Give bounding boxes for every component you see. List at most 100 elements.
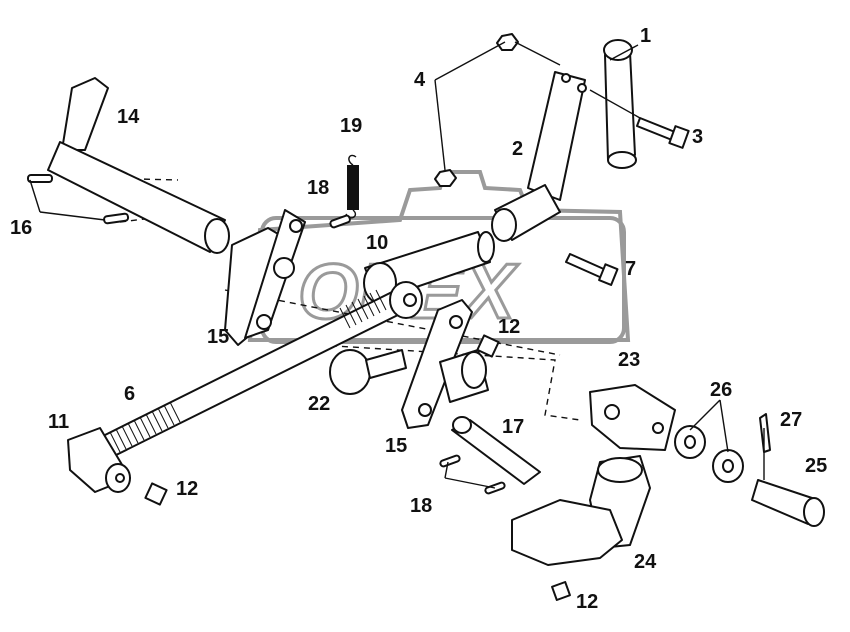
leader-16b xyxy=(39,211,106,221)
leader-4b xyxy=(434,79,446,171)
bolt-7-head xyxy=(598,263,619,286)
callout-7: 7 xyxy=(625,258,636,280)
callout-4: 4 xyxy=(414,69,426,91)
callout-6: 6 xyxy=(124,383,135,405)
part-15-lower-bracket xyxy=(401,299,489,429)
leader-lines xyxy=(29,41,765,489)
part-19-spring xyxy=(345,154,359,219)
pedal-pad xyxy=(511,499,623,566)
part-23-clevis xyxy=(589,384,676,451)
leader-1 xyxy=(609,44,639,61)
part-22-bolt xyxy=(329,349,407,395)
lever-tube xyxy=(47,141,226,253)
callout-12-a: 12 xyxy=(498,316,520,338)
part-25-pin xyxy=(751,479,825,527)
spring-coil xyxy=(347,165,359,210)
part-26-washers xyxy=(674,425,744,483)
clevis-body xyxy=(589,384,676,451)
part-1-handle xyxy=(603,39,637,169)
part-14-lever-shaft xyxy=(47,77,230,254)
callout-1: 1 xyxy=(640,25,651,47)
washer-b-hole xyxy=(722,459,734,473)
callout-22: 22 xyxy=(308,393,330,415)
callout-24: 24 xyxy=(634,551,657,573)
leader-18-lower xyxy=(444,461,449,479)
lower-bracket-hole-2 xyxy=(418,403,432,417)
part-18-pin-upper xyxy=(329,214,351,229)
assembly-line-a xyxy=(224,289,561,356)
lower-bracket-plate xyxy=(401,299,473,429)
part-17-pin xyxy=(451,416,541,485)
leader-16a xyxy=(29,179,41,213)
rod-head-upper-hole xyxy=(403,293,417,307)
callout-23: 23 xyxy=(618,349,640,371)
part-24-pedal xyxy=(511,455,651,566)
leader-26a xyxy=(689,399,721,431)
callout-26: 26 xyxy=(710,379,732,401)
clevis-pin-hole xyxy=(652,422,664,434)
lever-arm xyxy=(61,77,109,151)
part-3-bolt xyxy=(636,117,690,149)
part-12-nipple-a xyxy=(476,334,500,358)
pin-17-head xyxy=(452,416,472,434)
shaft-10-end xyxy=(477,231,495,263)
callout-12-b: 12 xyxy=(176,478,198,500)
upper-bracket-hole-2 xyxy=(273,257,295,279)
rod-end-eye-hole xyxy=(115,473,125,483)
callout-18-lower: 18 xyxy=(410,495,432,517)
leader-4a xyxy=(434,41,506,81)
rod-thread-upper xyxy=(339,289,387,329)
bolt-22-head xyxy=(329,349,371,395)
bolt-3-head xyxy=(668,125,690,149)
part-12-nipple-c xyxy=(551,581,571,601)
part-27-split-pin xyxy=(759,413,771,453)
leader-4c xyxy=(514,41,561,66)
leader-3 xyxy=(589,89,641,119)
upper-bracket-hole-3 xyxy=(256,314,272,330)
callout-11: 11 xyxy=(48,411,69,433)
lever-2-arm xyxy=(527,71,586,201)
part-18-pin-lower-a xyxy=(439,454,461,468)
pedal-arm-top xyxy=(597,457,643,483)
lower-bracket-hub-end xyxy=(461,351,487,389)
spring-hook-top xyxy=(348,154,357,166)
clevis-hole xyxy=(604,404,620,420)
lever-2-hub-end xyxy=(491,208,517,242)
leader-26b xyxy=(719,399,729,453)
part-2-lever xyxy=(491,71,587,242)
bolt-7-shank xyxy=(565,253,607,279)
callout-15-lower: 15 xyxy=(385,435,407,457)
callout-17: 17 xyxy=(502,416,524,438)
lever-2-hole-a xyxy=(561,73,571,83)
callout-2: 2 xyxy=(512,138,523,160)
part-15-upper-bracket xyxy=(224,209,306,346)
pin-25-head xyxy=(803,497,825,527)
callout-10: 10 xyxy=(366,232,388,254)
lever-2-hole-b xyxy=(577,83,587,93)
callout-12-c: 12 xyxy=(576,591,598,613)
part-4-nut-upper xyxy=(496,33,519,51)
lever-tube-end xyxy=(204,218,230,254)
part-7-bolt xyxy=(565,253,619,286)
callout-19: 19 xyxy=(340,115,362,137)
handle-1-bottom xyxy=(607,151,637,169)
handle-1-top xyxy=(603,39,633,61)
part-12-nipple-b xyxy=(144,482,168,506)
callout-16: 16 xyxy=(10,217,32,239)
washer-a-hole xyxy=(684,435,696,449)
lower-bracket-hole-1 xyxy=(449,315,463,329)
bolt-22-shank xyxy=(365,349,407,379)
assembly-line-b xyxy=(319,344,581,421)
callout-25: 25 xyxy=(805,455,827,477)
callout-labels: 1 4 14 19 2 3 18 16 10 7 15 12 6 23 11 2… xyxy=(10,25,827,613)
part-11-rod-end xyxy=(67,427,131,493)
rod-thread-lower xyxy=(109,401,181,453)
pin-16-a xyxy=(27,174,53,183)
callout-15-upper: 15 xyxy=(207,326,229,348)
leader-18-lower-b xyxy=(444,477,496,489)
bolt-3-shank xyxy=(636,117,676,141)
callout-14: 14 xyxy=(117,106,140,128)
part-4-nut-lower xyxy=(434,169,457,187)
upper-bracket-hole-1 xyxy=(289,219,303,233)
